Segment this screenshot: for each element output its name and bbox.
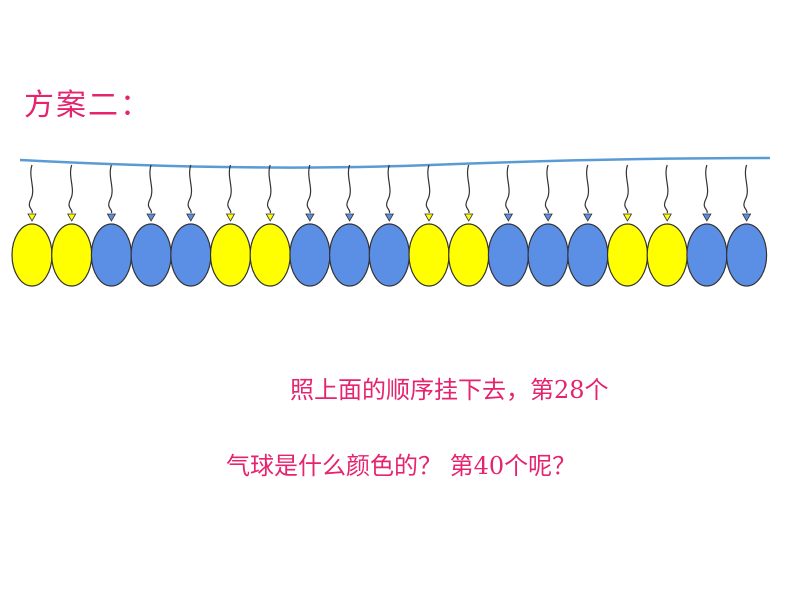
balloon-string [744,165,747,213]
balloon-string [585,165,588,213]
balloon-8 [290,165,330,286]
balloon-17 [647,165,687,286]
balloon-string [625,165,628,213]
balloon-knot [584,214,592,221]
hanging-string [20,158,770,168]
balloon-body-yellow [250,224,290,286]
balloon-14 [528,165,568,286]
balloon-string [426,165,429,213]
balloon-knot [504,214,512,221]
balloon-string [29,165,32,213]
balloon-knot [147,214,155,221]
balloon-19 [727,165,767,286]
balloon-string [307,165,310,213]
balloon-10 [369,165,409,286]
balloon-string [347,165,350,213]
balloon-knot [544,214,552,221]
balloon-knot [187,214,195,221]
balloon-body-blue [91,224,131,286]
balloon-body-blue [727,224,767,286]
balloon-knot [703,214,711,221]
balloon-knot [107,214,115,221]
balloon-body-blue [687,224,727,286]
balloon-12 [449,165,489,286]
balloon-body-blue [369,224,409,286]
balloon-body-yellow [449,224,489,286]
balloon-body-blue [528,224,568,286]
balloon-2 [52,165,92,286]
balloon-knot [68,214,76,221]
balloon-string [545,165,548,213]
balloon-knot [227,214,235,221]
balloon-body-yellow [409,224,449,286]
balloon-string [228,165,231,213]
balloon-7 [250,165,290,286]
balloon-1 [12,165,52,286]
balloon-15 [568,165,608,286]
balloon-11 [409,165,449,286]
balloon-body-yellow [647,224,687,286]
balloon-string [188,165,191,213]
balloon-string [387,165,390,213]
balloon-body-yellow [52,224,92,286]
balloon-body-yellow [12,224,52,286]
balloon-string [704,165,707,213]
balloon-knot [425,214,433,221]
balloon-knot [663,214,671,221]
balloon-knot [266,214,274,221]
balloon-string [109,165,112,213]
balloon-knot [346,214,354,221]
balloon-5 [171,165,211,286]
balloon-knot [624,214,632,221]
balloon-knot [385,214,393,221]
balloon-body-blue [171,224,211,286]
balloon-body-blue [568,224,608,286]
balloon-body-blue [488,224,528,286]
balloon-9 [330,165,370,286]
balloon-6 [211,165,251,286]
balloon-4 [131,165,171,286]
balloon-row [12,165,767,286]
balloon-18 [687,165,727,286]
balloon-string [69,165,72,213]
balloon-body-blue [131,224,171,286]
balloon-body-blue [330,224,370,286]
question-line-1: 照上面的顺序挂下去，第28个 [290,370,609,405]
balloon-knot [28,214,36,221]
balloon-body-yellow [608,224,648,286]
balloon-string [506,165,509,213]
balloon-13 [488,165,528,286]
question-line-2: 气球是什么颜色的？ 第40个呢？ [226,446,576,481]
balloon-string [148,165,151,213]
balloon-16 [608,165,648,286]
balloon-string [268,165,271,213]
balloon-3 [91,165,131,286]
balloon-knot [465,214,473,221]
balloon-string [665,165,668,213]
balloon-body-yellow [211,224,251,286]
balloon-knot [306,214,314,221]
balloon-string [466,165,469,213]
balloon-body-blue [290,224,330,286]
balloon-knot [743,214,751,221]
